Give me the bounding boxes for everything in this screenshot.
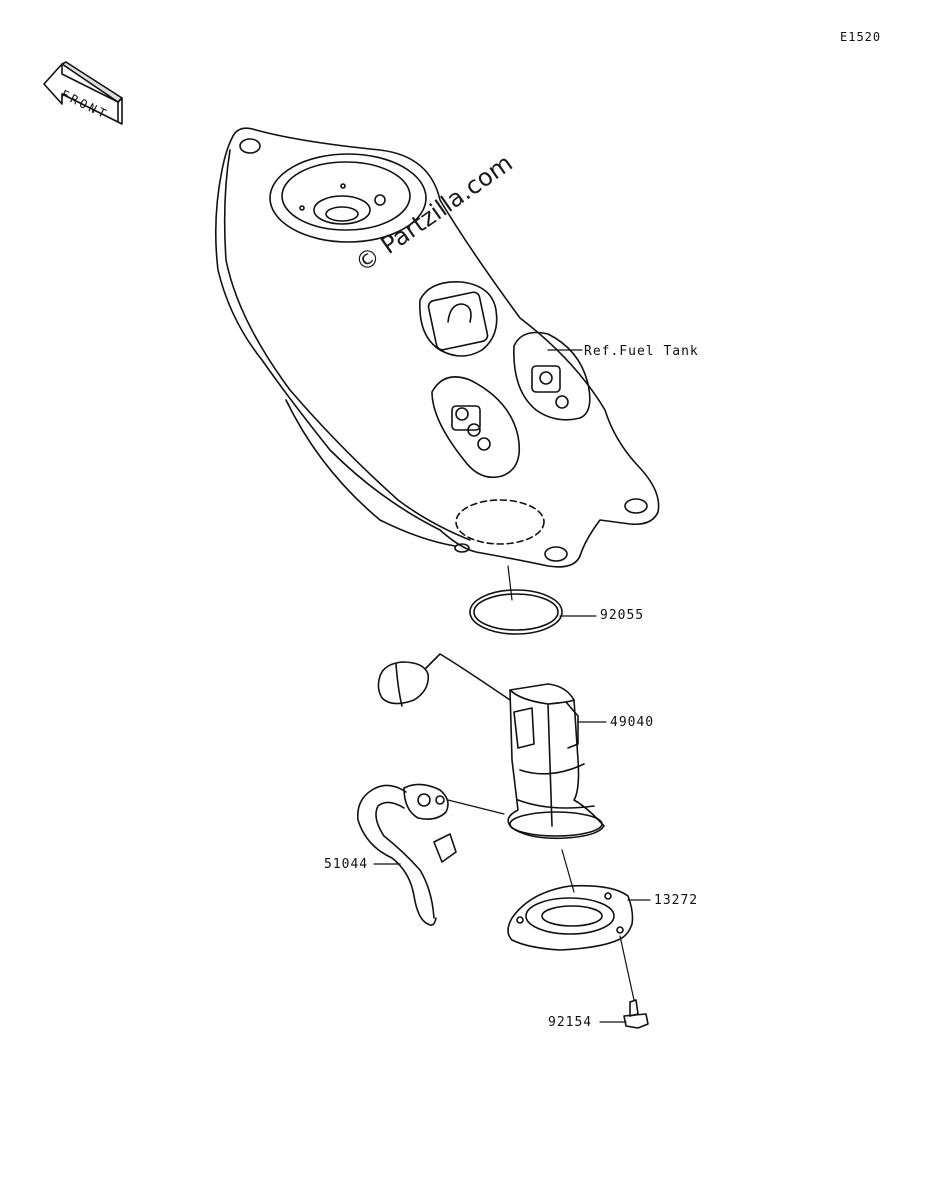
hose-assembly-51044	[356, 783, 457, 926]
fuel-tank-ref-label: Ref.Fuel Tank	[584, 344, 699, 359]
bolt-92154	[623, 999, 649, 1029]
plate-13272	[507, 884, 634, 951]
gasket-ring-92055	[469, 589, 563, 635]
fuel-pump-49040	[377, 653, 605, 840]
part-label-13272[interactable]: 13272	[654, 893, 699, 908]
fuel-tank	[214, 127, 660, 568]
part-label-49040[interactable]: 49040	[610, 715, 655, 730]
part-label-51044[interactable]: 51044	[324, 857, 369, 872]
part-label-92154[interactable]: 92154	[548, 1015, 593, 1030]
leader-lines	[373, 349, 651, 1023]
front-arrow-icon: FRONT	[43, 61, 123, 125]
part-label-92055[interactable]: 92055	[600, 608, 645, 623]
diagram-code: E1520	[840, 30, 882, 44]
